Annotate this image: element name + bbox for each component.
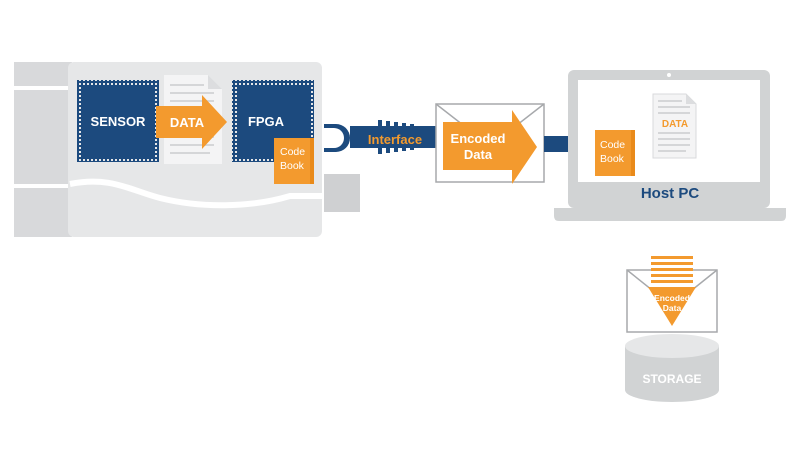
sensor-chip: SENSOR (77, 80, 159, 162)
fpga-chip: FPGA (232, 80, 314, 162)
storage-envelope: Encoded Data (626, 256, 718, 333)
host-codebook: Code Book (595, 130, 635, 176)
storage-database-icon: STORAGE (625, 334, 719, 402)
data-arrow: DATA (156, 95, 227, 149)
host-codebook-line1: Code (600, 139, 625, 151)
data-label: DATA (170, 115, 205, 130)
camera-codebook-line2: Book (280, 160, 305, 172)
camera-codebook-line1: Code (280, 146, 305, 158)
interface-label: Interface (368, 132, 422, 147)
host-data-label: DATA (662, 119, 688, 130)
interface-cable: Interface (324, 120, 436, 154)
fpga-label: FPGA (248, 114, 285, 129)
host-cable (544, 136, 568, 152)
encoded-data-line1: Encoded (451, 131, 506, 146)
camera-codebook: Code Book (274, 138, 314, 184)
encoded-data-line2: Data (464, 147, 493, 162)
sensor-label: SENSOR (91, 114, 147, 129)
host-data-document-icon: DATA (652, 93, 697, 159)
storage-encoded-line1: Encoded (654, 293, 690, 303)
storage-label: STORAGE (642, 372, 701, 386)
host-codebook-line2: Book (600, 153, 625, 165)
storage-encoded-line2: Data (663, 303, 682, 313)
encoded-data-envelope: Encoded Data (435, 103, 545, 184)
host-pc-title: Host PC (641, 185, 700, 202)
